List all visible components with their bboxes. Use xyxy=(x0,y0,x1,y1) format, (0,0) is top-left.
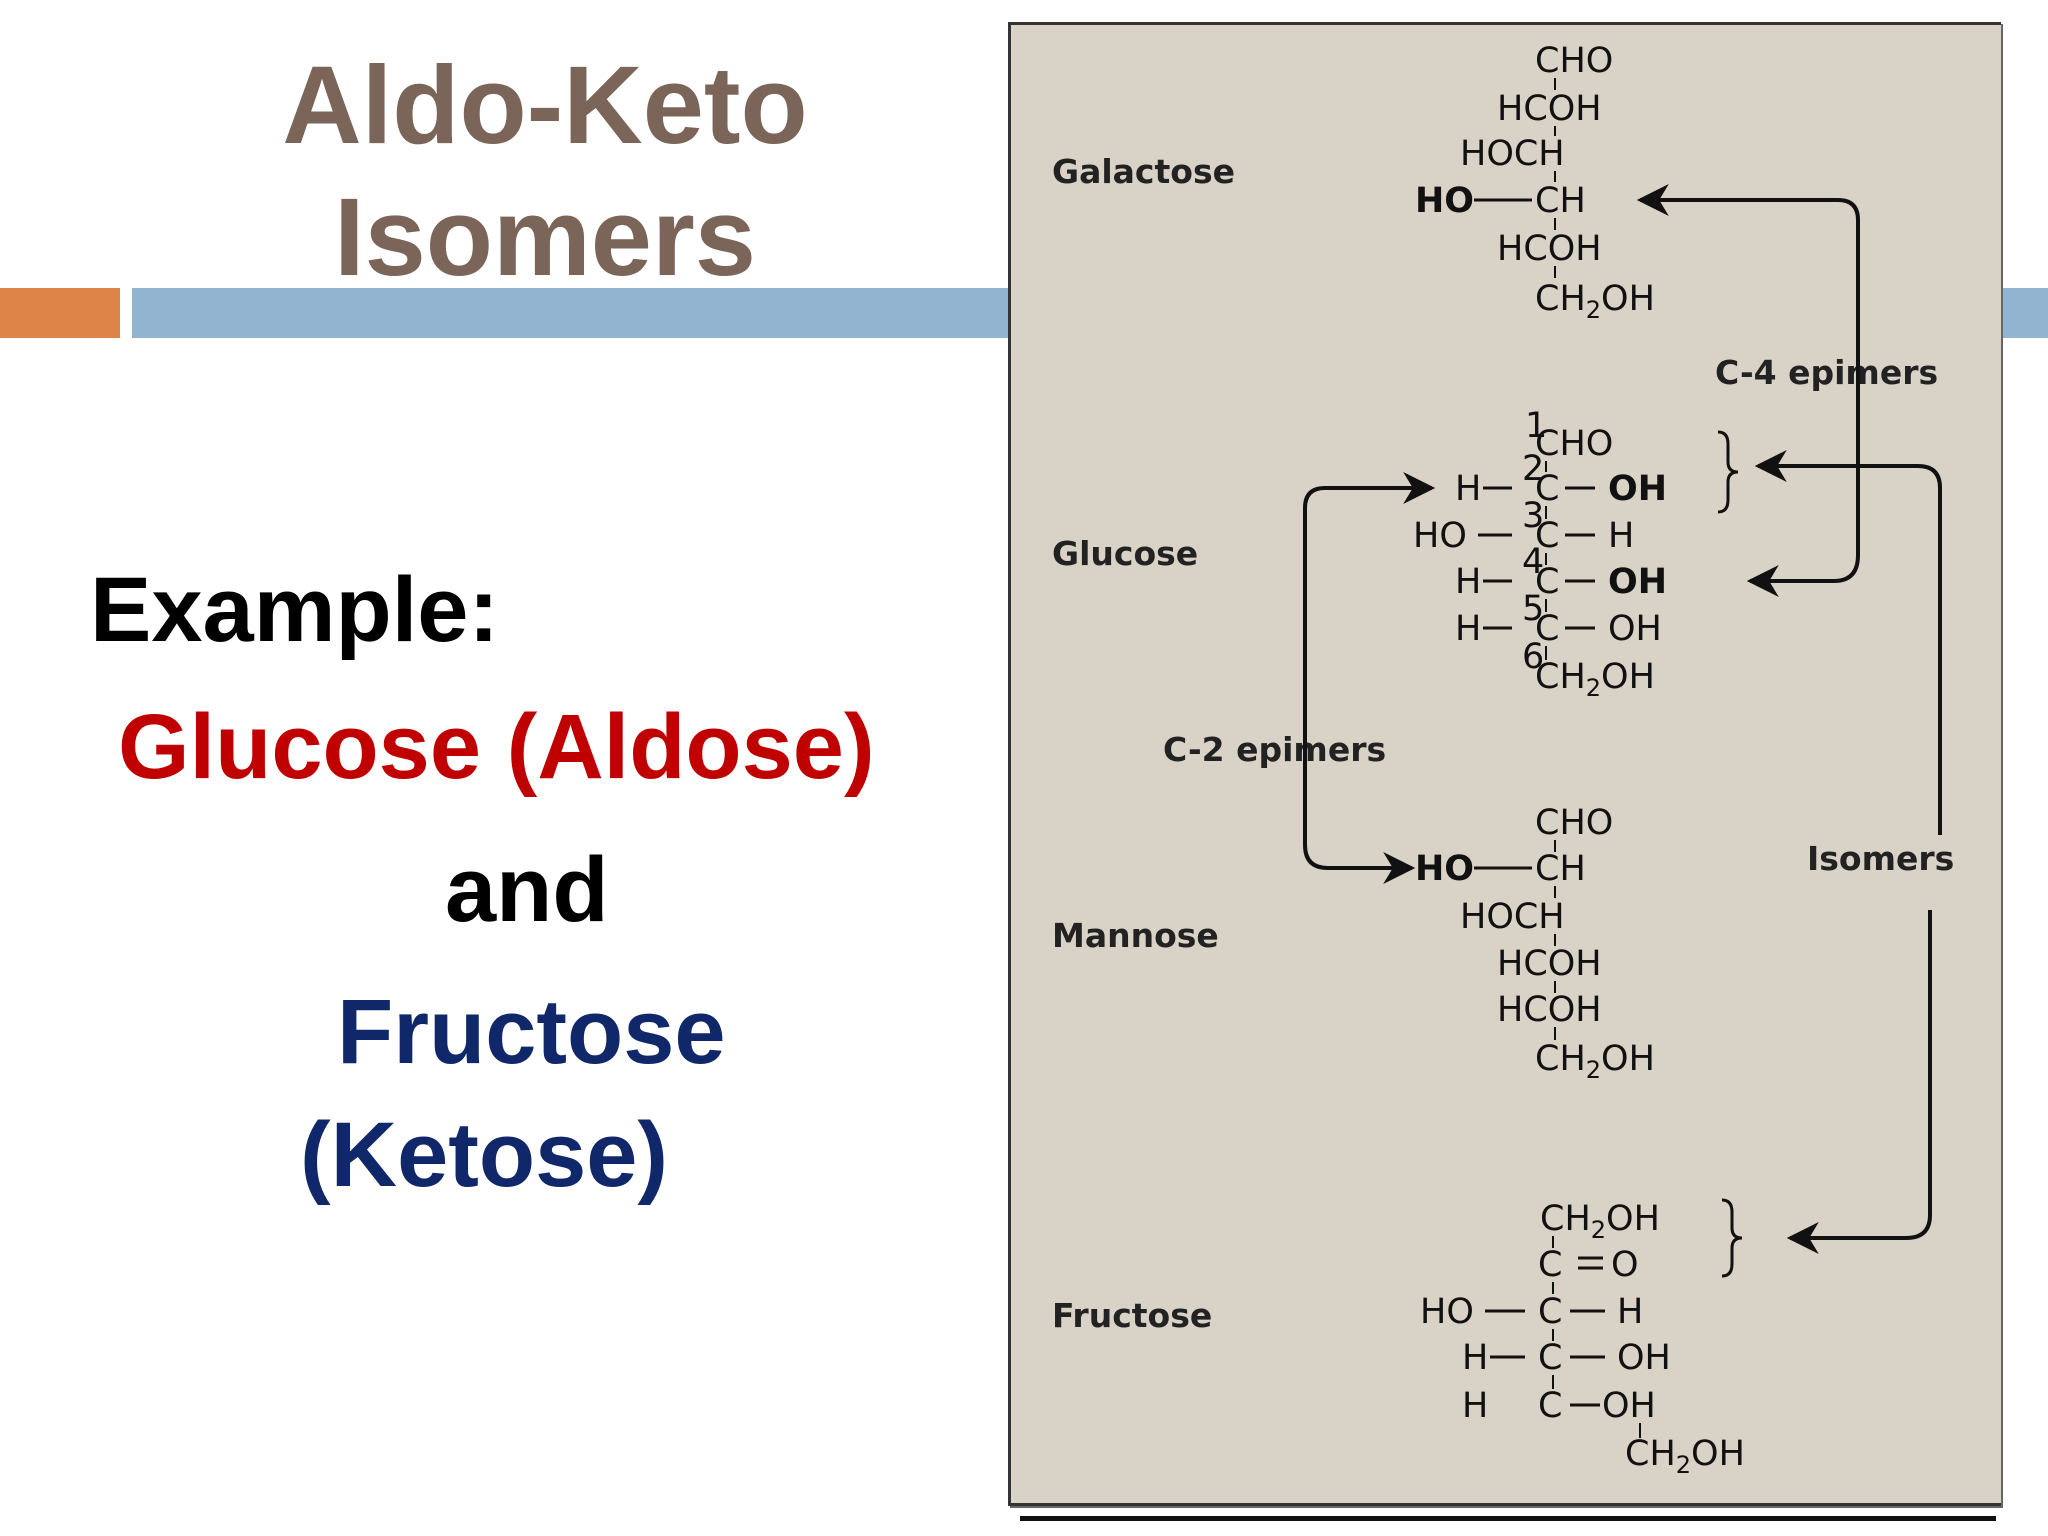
galactose-row-5: HCOH xyxy=(1497,229,1602,269)
glucose-c1-number: 1 xyxy=(1525,406,1547,446)
title-line-1: Aldo-Keto xyxy=(282,44,808,167)
slide-title: Aldo-Keto Isomers xyxy=(0,40,1090,304)
c2-epimers-label: C-2 epimers xyxy=(1163,730,1386,769)
mannose-label: Mannose xyxy=(1052,916,1219,955)
isomers-arrow-lower xyxy=(1786,910,1932,1254)
fructose-c2-oxygen: O xyxy=(1611,1245,1639,1285)
fructose-oh-text: OH xyxy=(1606,1199,1660,1239)
fructose-sub-2: 2 xyxy=(1591,1216,1606,1244)
fructose-c3-post: H xyxy=(1617,1292,1643,1332)
fructose-structure: CH2OH C O HO C H H C OH H C OH CH2OH xyxy=(1420,1198,1745,1479)
fructose-c4-pre: H xyxy=(1462,1338,1488,1378)
fructose-c5-carbon: C xyxy=(1538,1386,1562,1426)
galactose-row-2: HCOH xyxy=(1497,89,1602,129)
mannose-ho-red: HO xyxy=(1415,849,1474,889)
figure-bottom-rule xyxy=(1020,1516,1996,1521)
fructose-text: Fructose xyxy=(337,981,726,1083)
glucose-c6-number: 6 xyxy=(1522,637,1544,677)
c2-epimer-arrow xyxy=(1303,472,1436,884)
fructose-row-1: CH2OH xyxy=(1540,1199,1660,1244)
mannose-row-4: HCOH xyxy=(1497,944,1602,984)
fructose-sub6-2: 2 xyxy=(1676,1451,1691,1479)
glucose-c4-carbon: C xyxy=(1535,562,1559,602)
glucose-c3-carbon: C xyxy=(1535,516,1559,556)
c4-epimers-label: C-4 epimers xyxy=(1715,353,1938,392)
fructose-oh6-text: OH xyxy=(1691,1434,1745,1474)
glucose-c2-pre: H xyxy=(1455,469,1481,509)
glucose-c5-pre: H xyxy=(1455,609,1481,649)
mannose-structure: CHO HO CH HOCH HCOH HCOH CH2OH xyxy=(1415,803,1655,1084)
galactose-row-4: CH xyxy=(1535,181,1586,221)
glucose-c2-carbon: C xyxy=(1535,469,1559,509)
mannose-ch-text: CH xyxy=(1535,1039,1586,1079)
mannose-oh-text: OH xyxy=(1601,1039,1655,1079)
galactose-sub-2: 2 xyxy=(1586,296,1601,324)
glucose-c5-number: 5 xyxy=(1522,589,1544,629)
mannose-row-3: HOCH xyxy=(1460,897,1565,937)
example-label: Example: xyxy=(90,559,500,661)
mannose-row-2: CH xyxy=(1535,849,1586,889)
glucose-c4-number: 4 xyxy=(1522,542,1544,582)
fructose-ch-text: CH xyxy=(1540,1199,1591,1239)
glucose-c2-oh-red: OH xyxy=(1608,469,1667,509)
glucose-sub-2: 2 xyxy=(1586,674,1601,702)
fructose-c3-carbon: C xyxy=(1538,1292,1562,1332)
fructose-label: Fructose xyxy=(1052,1296,1212,1335)
glucose-structure: 1 CHO H 2 C OH HO 3 C H H 4 C OH H 5 C O… xyxy=(1413,406,1739,702)
title-line-2: Isomers xyxy=(334,176,756,299)
galactose-ho-blue: HO xyxy=(1415,181,1474,221)
glucose-c4-oh-blue: OH xyxy=(1608,562,1667,602)
glucose-ch-text: CH xyxy=(1535,657,1586,697)
epimer-figure-panel xyxy=(1008,22,2001,1506)
glucose-c5-post: OH xyxy=(1608,609,1662,649)
glucose-c4-pre: H xyxy=(1455,562,1481,602)
accent-bar-blue xyxy=(132,288,1012,338)
fructose-c4-post: OH xyxy=(1617,1338,1671,1378)
fructose-c3-pre: HO xyxy=(1420,1292,1474,1332)
ketose-text: (Ketose) xyxy=(300,1104,669,1206)
glucose-c2-number: 2 xyxy=(1522,449,1544,489)
mannose-row-5: HCOH xyxy=(1497,990,1602,1030)
galactose-label: Galactose xyxy=(1052,152,1235,191)
glucose-row-6: CH2OH xyxy=(1535,657,1655,702)
galactose-row-1: CHO xyxy=(1535,41,1613,81)
mannose-sub-2: 2 xyxy=(1586,1056,1601,1084)
galactose-structure: CHO HCOH HOCH HO CH HCOH CH2OH xyxy=(1415,41,1655,324)
accent-bar-blue-right xyxy=(1996,288,2048,338)
galactose-row-6: CH2OH xyxy=(1535,279,1655,324)
galactose-row-3: HOCH xyxy=(1460,134,1565,174)
accent-bar-orange xyxy=(0,288,120,338)
fructose-c5-post: OH xyxy=(1602,1386,1656,1426)
c4-epimer-arrow xyxy=(1636,184,1860,597)
fructose-ch6-text: CH xyxy=(1625,1434,1676,1474)
glucose-c3-post: H xyxy=(1608,516,1634,556)
glucose-c5-carbon: C xyxy=(1535,609,1559,649)
fructose-c5-pre: H xyxy=(1462,1386,1488,1426)
glucose-aldose-text: Glucose (Aldose) xyxy=(118,696,875,798)
glucose-c3-pre: HO xyxy=(1413,516,1467,556)
fructose-c2-carbon: C xyxy=(1538,1245,1562,1285)
isomers-arrow-upper xyxy=(1754,450,1942,835)
fructose-row-6: CH2OH xyxy=(1625,1434,1745,1479)
glucose-row-1: CHO xyxy=(1535,424,1613,464)
glucose-label: Glucose xyxy=(1052,534,1198,573)
mannose-row-1: CHO xyxy=(1535,803,1613,843)
galactose-oh-text: OH xyxy=(1601,279,1655,319)
glucose-c3-number: 3 xyxy=(1522,496,1544,536)
fructose-c4-carbon: C xyxy=(1538,1338,1562,1378)
galactose-ch-text: CH xyxy=(1535,279,1586,319)
glucose-oh-text: OH xyxy=(1601,657,1655,697)
mannose-row-6: CH2OH xyxy=(1535,1039,1655,1084)
and-text: and xyxy=(445,839,609,941)
isomers-label: Isomers xyxy=(1807,839,1954,878)
